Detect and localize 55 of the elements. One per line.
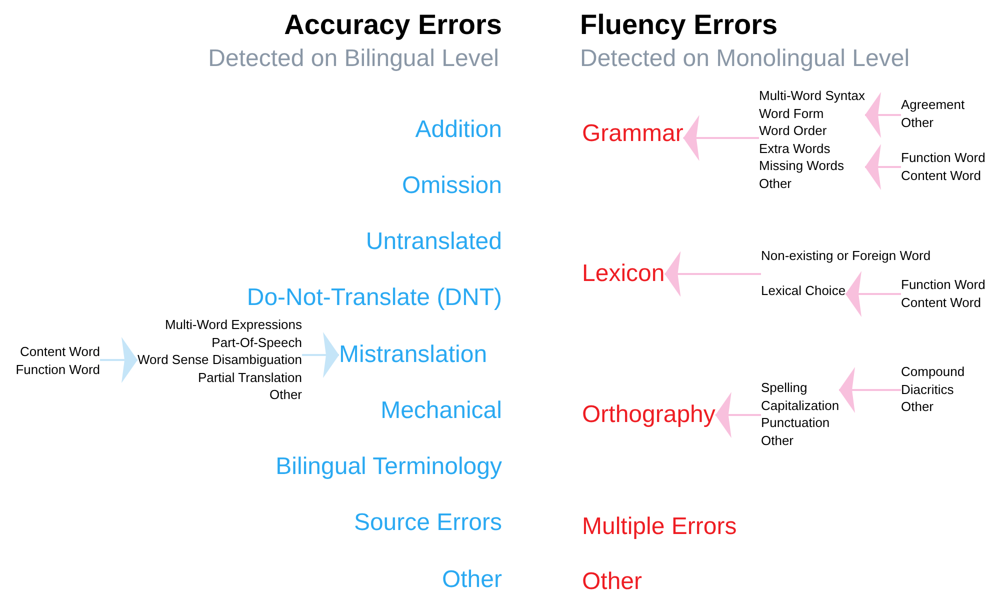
subcategory-label: Agreement xyxy=(901,96,965,114)
subcategory-label: Other xyxy=(268,386,302,404)
subcategory-label: Part-Of-Speech xyxy=(210,334,302,351)
subcategory-label: Word Sense Disambiguation xyxy=(137,351,302,368)
chevron-arrow xyxy=(865,92,901,138)
category-label: Grammar xyxy=(582,119,684,149)
subcategory-label: Content Word xyxy=(901,166,982,184)
category-label: Untranslated xyxy=(366,227,502,257)
subcategory-label: Extra Words xyxy=(759,140,832,157)
subcategory-label: Content Word xyxy=(901,294,982,311)
subcategory-label: Other xyxy=(761,432,795,449)
subcategory-label: Compound xyxy=(901,363,965,380)
chevron-arrow xyxy=(839,367,901,413)
chevron-arrow xyxy=(683,115,759,161)
subcategory-label: Other xyxy=(901,114,935,131)
category-label: Mechanical xyxy=(380,396,502,426)
subcategory-label: Punctuation xyxy=(761,414,831,432)
subcategory-label: Multi-Word Syntax xyxy=(759,87,865,104)
chevron-arrow xyxy=(664,251,761,297)
subcategory-label: Lexical Choice xyxy=(761,282,846,300)
category-label: Omission xyxy=(402,171,502,201)
subcategory-label: Other xyxy=(759,174,793,192)
chevron-arrow xyxy=(865,144,901,190)
subcategory-label: Multi-Word Expressions xyxy=(164,316,302,334)
category-label: Other xyxy=(582,567,642,592)
category-label: Addition xyxy=(415,115,502,145)
subcategory-label: Capitalization xyxy=(761,396,840,414)
subcategory-label: Diacritics xyxy=(901,380,955,398)
column-heading: Accuracy Errors xyxy=(284,8,502,42)
category-label: Mistranslation xyxy=(339,340,488,370)
column-subheading: Detected on Monolingual Level xyxy=(580,45,910,73)
chevron-arrow xyxy=(100,337,138,383)
chevron-arrow xyxy=(715,392,761,438)
category-label: Multiple Errors xyxy=(582,512,737,542)
subcategory-label: Word Order xyxy=(759,122,828,140)
subcategory-label: Spelling xyxy=(761,379,808,396)
category-label: Source Errors xyxy=(354,508,502,538)
subcategory-label: Function Word xyxy=(901,149,986,166)
subcategory-label: Function Word xyxy=(16,360,100,378)
subcategory-label: Word Form xyxy=(759,104,825,122)
column-heading: Fluency Errors xyxy=(580,8,778,42)
column-subheading: Detected on Bilingual Level xyxy=(208,45,499,73)
subcategory-label: Partial Translation xyxy=(196,368,302,386)
category-label: Bilingual Terminology xyxy=(276,452,502,482)
subcategory-label: Content Word xyxy=(19,343,100,360)
chevron-arrow xyxy=(302,332,339,378)
subcategory-label: Missing Words xyxy=(759,157,846,174)
chevron-arrow xyxy=(846,271,901,317)
category-label: Lexicon xyxy=(582,259,665,289)
category-label: Do-Not-Translate (DNT) xyxy=(246,283,502,313)
subcategory-label: Non-existing or Foreign Word xyxy=(761,247,931,264)
subcategory-label: Function Word xyxy=(901,276,986,294)
category-label: Other xyxy=(442,565,502,592)
subcategory-label: Other xyxy=(901,398,935,416)
category-label: Orthography xyxy=(582,400,716,430)
